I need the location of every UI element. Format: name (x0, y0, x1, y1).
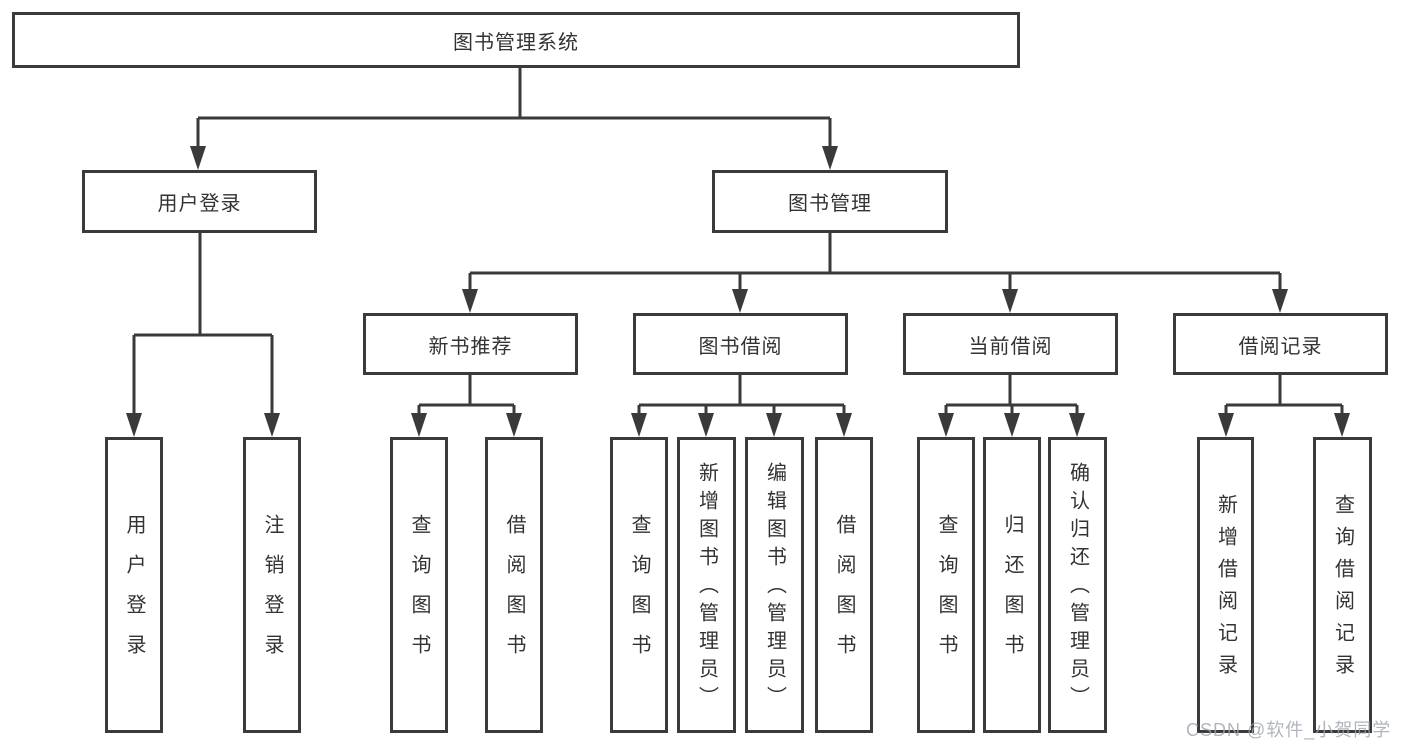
node-label: 用户登录 (123, 514, 145, 674)
leaf-confirm-return-admin: 确认归还（管理员） (1048, 437, 1107, 733)
node-label: 借阅记录 (1238, 335, 1323, 358)
node-label: 注销登录 (261, 514, 283, 674)
leaf-add-borrow-record: 新增借阅记录 (1197, 437, 1254, 733)
node-label: 新书推荐 (428, 335, 513, 358)
leaf-edit-books-admin: 编辑图书（管理员） (745, 437, 804, 733)
leaf-logout: 注销登录 (243, 437, 301, 733)
node-label: 新增借阅记录 (1214, 494, 1237, 686)
node-label: 借阅图书 (503, 514, 525, 674)
node-new-book-recommendation: 新书推荐 (363, 313, 578, 375)
leaf-user-login: 用户登录 (105, 437, 163, 733)
node-label: 新增图书（管理员） (695, 462, 718, 714)
node-label: 归还图书 (1001, 514, 1023, 674)
node-book-management: 图书管理 (712, 170, 948, 233)
leaf-query-books-2: 查询图书 (610, 437, 668, 733)
node-user-login: 用户登录 (82, 170, 317, 233)
node-book-borrowing: 图书借阅 (633, 313, 848, 375)
node-root-system: 图书管理系统 (12, 12, 1020, 68)
node-label: 查询借阅记录 (1331, 494, 1354, 686)
node-label: 当前借阅 (968, 335, 1053, 358)
leaf-borrow-books-1: 借阅图书 (485, 437, 543, 733)
node-label: 编辑图书（管理员） (763, 462, 786, 714)
node-label: 查询图书 (935, 514, 957, 674)
node-label: 图书管理 (788, 193, 872, 215)
leaf-query-books-1: 查询图书 (390, 437, 448, 733)
node-current-borrowing: 当前借阅 (903, 313, 1118, 375)
node-label: 查询图书 (628, 514, 650, 674)
node-label: 图书借阅 (698, 335, 783, 358)
node-label: 用户登录 (157, 193, 242, 215)
node-label: 图书管理系统 (453, 31, 579, 54)
leaf-borrow-books-2: 借阅图书 (815, 437, 873, 733)
leaf-query-borrow-record: 查询借阅记录 (1313, 437, 1372, 733)
leaf-return-books: 归还图书 (983, 437, 1041, 733)
node-label: 确认归还（管理员） (1066, 462, 1089, 714)
csdn-watermark: CSDN @软件_小贺同学 (1186, 720, 1392, 740)
node-borrowing-records: 借阅记录 (1173, 313, 1388, 375)
node-label: 借阅图书 (833, 514, 855, 674)
leaf-query-books-3: 查询图书 (917, 437, 975, 733)
leaf-add-books-admin: 新增图书（管理员） (677, 437, 736, 733)
node-label: 查询图书 (408, 514, 430, 674)
